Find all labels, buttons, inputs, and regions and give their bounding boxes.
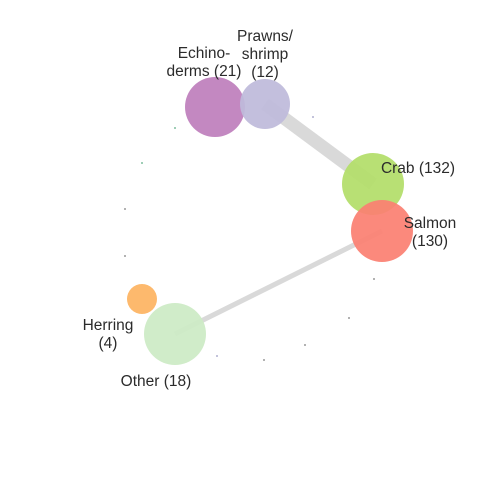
node-label-crab: Crab (132): [381, 160, 455, 177]
minor-node-8: [263, 359, 265, 361]
edge-salmon-other: [173, 228, 384, 337]
node-salmon: [351, 200, 413, 262]
node-prawns: [240, 79, 290, 129]
minor-node-4: [312, 116, 314, 118]
minor-node-5: [373, 278, 375, 280]
node-label-line: Herring: [83, 317, 134, 334]
minor-node-7: [304, 344, 306, 346]
node-label-salmon: Salmon(130): [404, 215, 457, 250]
node-label-other: Other (18): [121, 373, 192, 390]
minor-node-0: [174, 127, 176, 129]
marker-layer: [124, 116, 375, 361]
node-label-line: Crab (132): [381, 160, 455, 177]
node-label-line: (4): [99, 335, 118, 352]
minor-node-6: [348, 317, 350, 319]
node-label-line: shrimp: [242, 46, 289, 63]
node-label-line: Prawns/: [237, 28, 294, 45]
node-herring: [127, 284, 157, 314]
minor-node-3: [124, 255, 126, 257]
node-label-herring: Herring(4): [83, 317, 134, 352]
node-label-line: (12): [251, 64, 279, 81]
node-label-line: derms (21): [167, 63, 242, 80]
node-label-echinoderms: Echino-derms (21): [167, 45, 242, 80]
node-layer: [127, 77, 413, 365]
node-label-prawns: Prawns/shrimp(12): [237, 28, 294, 81]
minor-node-1: [141, 162, 143, 164]
minor-node-2: [124, 208, 126, 210]
node-label-line: Salmon: [404, 215, 457, 232]
node-label-line: (130): [412, 233, 448, 250]
minor-node-9: [216, 355, 218, 357]
edge-layer: [173, 98, 384, 337]
node-crab: [342, 153, 404, 215]
node-echinoderms: [185, 77, 245, 137]
node-label-line: Other (18): [121, 373, 192, 390]
label-layer: Echino-derms (21)Prawns/shrimp(12)Crab (…: [83, 28, 457, 390]
node-other: [144, 303, 206, 365]
node-label-line: Echino-: [178, 45, 231, 62]
